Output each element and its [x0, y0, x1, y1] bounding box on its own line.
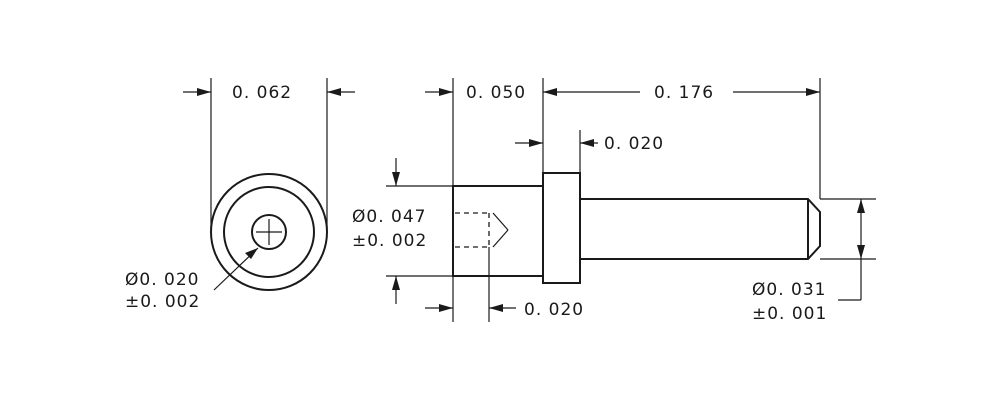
- pin-shaft: [580, 198, 821, 260]
- head-tolerance-label: ±0. 002: [352, 231, 427, 251]
- arrowhead: [392, 172, 400, 186]
- head-length-label: 0. 050: [466, 83, 526, 103]
- hidden-hole: [455, 212, 509, 248]
- arrowhead: [327, 88, 341, 96]
- arrowhead: [392, 276, 400, 290]
- arrowhead: [245, 248, 258, 259]
- flange-thickness-label: 0. 020: [604, 134, 664, 154]
- arrowhead: [489, 304, 503, 312]
- center-hole: [251, 214, 287, 250]
- hole-tolerance-label: ±0. 002: [125, 292, 200, 312]
- hole-diameter-label: Ø0. 020: [125, 270, 199, 290]
- arrowhead: [806, 88, 820, 96]
- side-view: 0. 050 0. 176 0. 020 Ø0. 047 ±0. 002 0. …: [352, 78, 876, 324]
- arrowhead: [857, 199, 865, 213]
- outer-circle: [210, 173, 328, 291]
- arrowhead: [439, 304, 453, 312]
- arrowhead: [197, 88, 211, 96]
- middle-circle: [223, 186, 315, 278]
- pin-tolerance-label: ±0. 001: [752, 304, 827, 324]
- pin-diameter-label: Ø0. 031: [752, 280, 826, 300]
- arrowhead: [529, 139, 543, 147]
- arrowhead: [580, 139, 594, 147]
- arrowhead: [439, 88, 453, 96]
- flange: [542, 172, 581, 284]
- end-view: 0. 062 Ø0. 020 ±0. 002: [125, 78, 355, 312]
- arrowhead: [543, 88, 557, 96]
- head-body: [452, 185, 544, 277]
- arrowhead: [857, 245, 865, 259]
- head-diameter-label: Ø0. 047: [352, 207, 426, 227]
- outer-diameter-label: 0. 062: [232, 83, 292, 103]
- hole-depth-label: 0. 020: [524, 300, 584, 320]
- pin-length-label: 0. 176: [654, 83, 714, 103]
